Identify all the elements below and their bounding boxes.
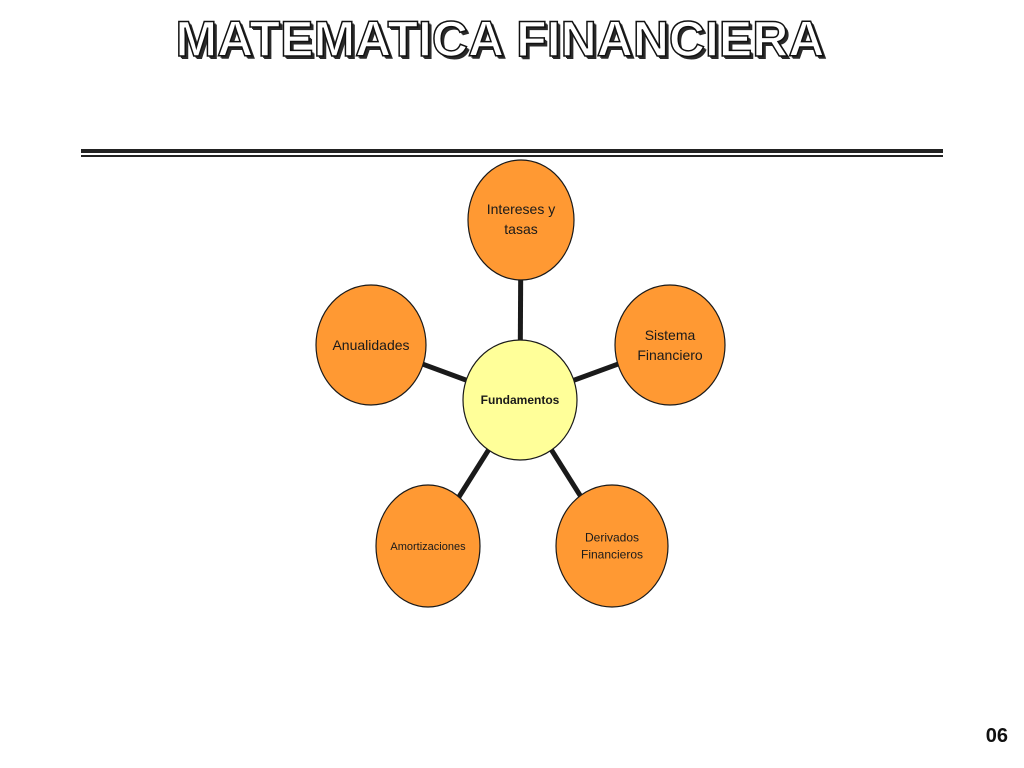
node-amortizaciones-shape <box>375 484 481 608</box>
slide-title: MATEMATICA FINANCIERA <box>175 10 826 68</box>
connector-amortizaciones <box>455 446 492 500</box>
node-sistema-label: Financiero <box>637 347 703 363</box>
connectors <box>420 277 621 500</box>
node-amortizaciones-label: Amortizaciones <box>390 541 466 553</box>
node-intereses: Intereses y tasas <box>467 159 575 281</box>
title-divider-thin <box>81 155 943 157</box>
node-anualidades-shape <box>315 284 427 406</box>
connector-derivados <box>548 446 584 499</box>
connector-sistema <box>571 361 621 384</box>
node-intereses-label: tasas <box>504 221 537 237</box>
node-derivados-shape <box>555 484 669 608</box>
title-divider-thick <box>81 149 943 153</box>
node-sistema-label: Sistema <box>645 327 696 343</box>
node-intereses-label: Intereses y <box>487 201 555 217</box>
center-node-shape <box>462 339 578 461</box>
nodes: Intereses y tasasSistemaFinancieroDerivad… <box>315 159 726 608</box>
node-sistema-shape <box>614 284 726 406</box>
node-anualidades-label: Anualidades <box>332 337 409 353</box>
center-node: Fundamentos <box>462 339 578 461</box>
node-intereses-shape <box>467 159 575 281</box>
node-derivados-label: Derivados <box>585 531 639 545</box>
node-amortizaciones: Amortizaciones <box>375 484 481 608</box>
center-node-label: Fundamentos <box>481 393 560 407</box>
page-number: 06 <box>985 725 1008 747</box>
connector-anualidades <box>420 361 469 384</box>
node-derivados-label: Financieros <box>581 548 643 562</box>
node-anualidades: Anualidades <box>315 284 427 406</box>
